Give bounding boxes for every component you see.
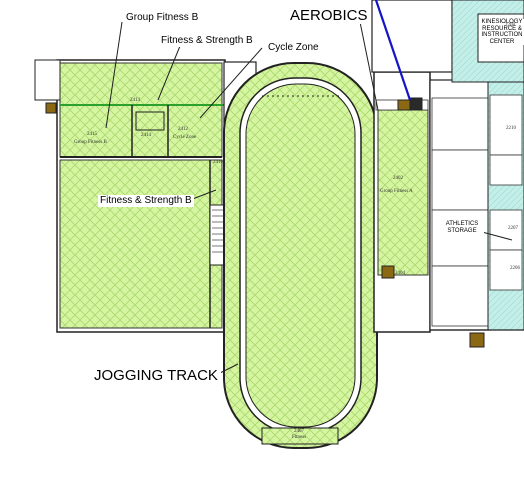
label-fitness-strength-b-mid: Fitness & Strength B: [98, 195, 194, 207]
room-2415: 2415: [87, 132, 97, 137]
room-2402-name: Group Fitness A: [380, 189, 413, 194]
room-2415-name: Group Fitness B: [74, 140, 107, 145]
label-jogging-track: JOGGING TRACK: [91, 367, 221, 384]
room-2412-name: Cycle Zone: [173, 135, 197, 140]
label-athletics-storage: ATHLETICS STORAGE: [440, 221, 484, 235]
room-2413: 2413: [130, 98, 140, 103]
room-2404: 2404: [395, 271, 405, 276]
label-group-fitness-b: Group Fitness B: [124, 12, 201, 24]
label-cycle-zone: Cycle Zone: [266, 42, 321, 54]
room-2407-name: Fitness: [292, 435, 307, 440]
room-2207: 2207: [508, 226, 518, 231]
west-wing: [34, 59, 226, 333]
pointer-line: [374, 0, 412, 101]
jogging-track: [223, 62, 378, 449]
room-2414: 2414: [141, 133, 151, 138]
room-2206: 2206: [510, 266, 520, 271]
label-fitness-strength-b-top: Fitness & Strength B: [159, 35, 255, 47]
room-2410: 2410: [213, 160, 223, 165]
room-2208: 2208: [505, 23, 515, 28]
room-2402: 2402: [393, 176, 403, 181]
east-wing: [429, 0, 524, 348]
group-fitness-a: [373, 71, 431, 333]
room-2412: 2412: [178, 127, 188, 132]
north-building: [371, 0, 453, 73]
room-2407: 2407: [294, 429, 304, 434]
label-aerobics: AEROBICS: [287, 7, 371, 24]
label-kinesiology-center: KINESIOLOGY RESOURCE & INSTRUCTION CENTE…: [480, 19, 524, 46]
room-2210: 2210: [506, 126, 516, 131]
